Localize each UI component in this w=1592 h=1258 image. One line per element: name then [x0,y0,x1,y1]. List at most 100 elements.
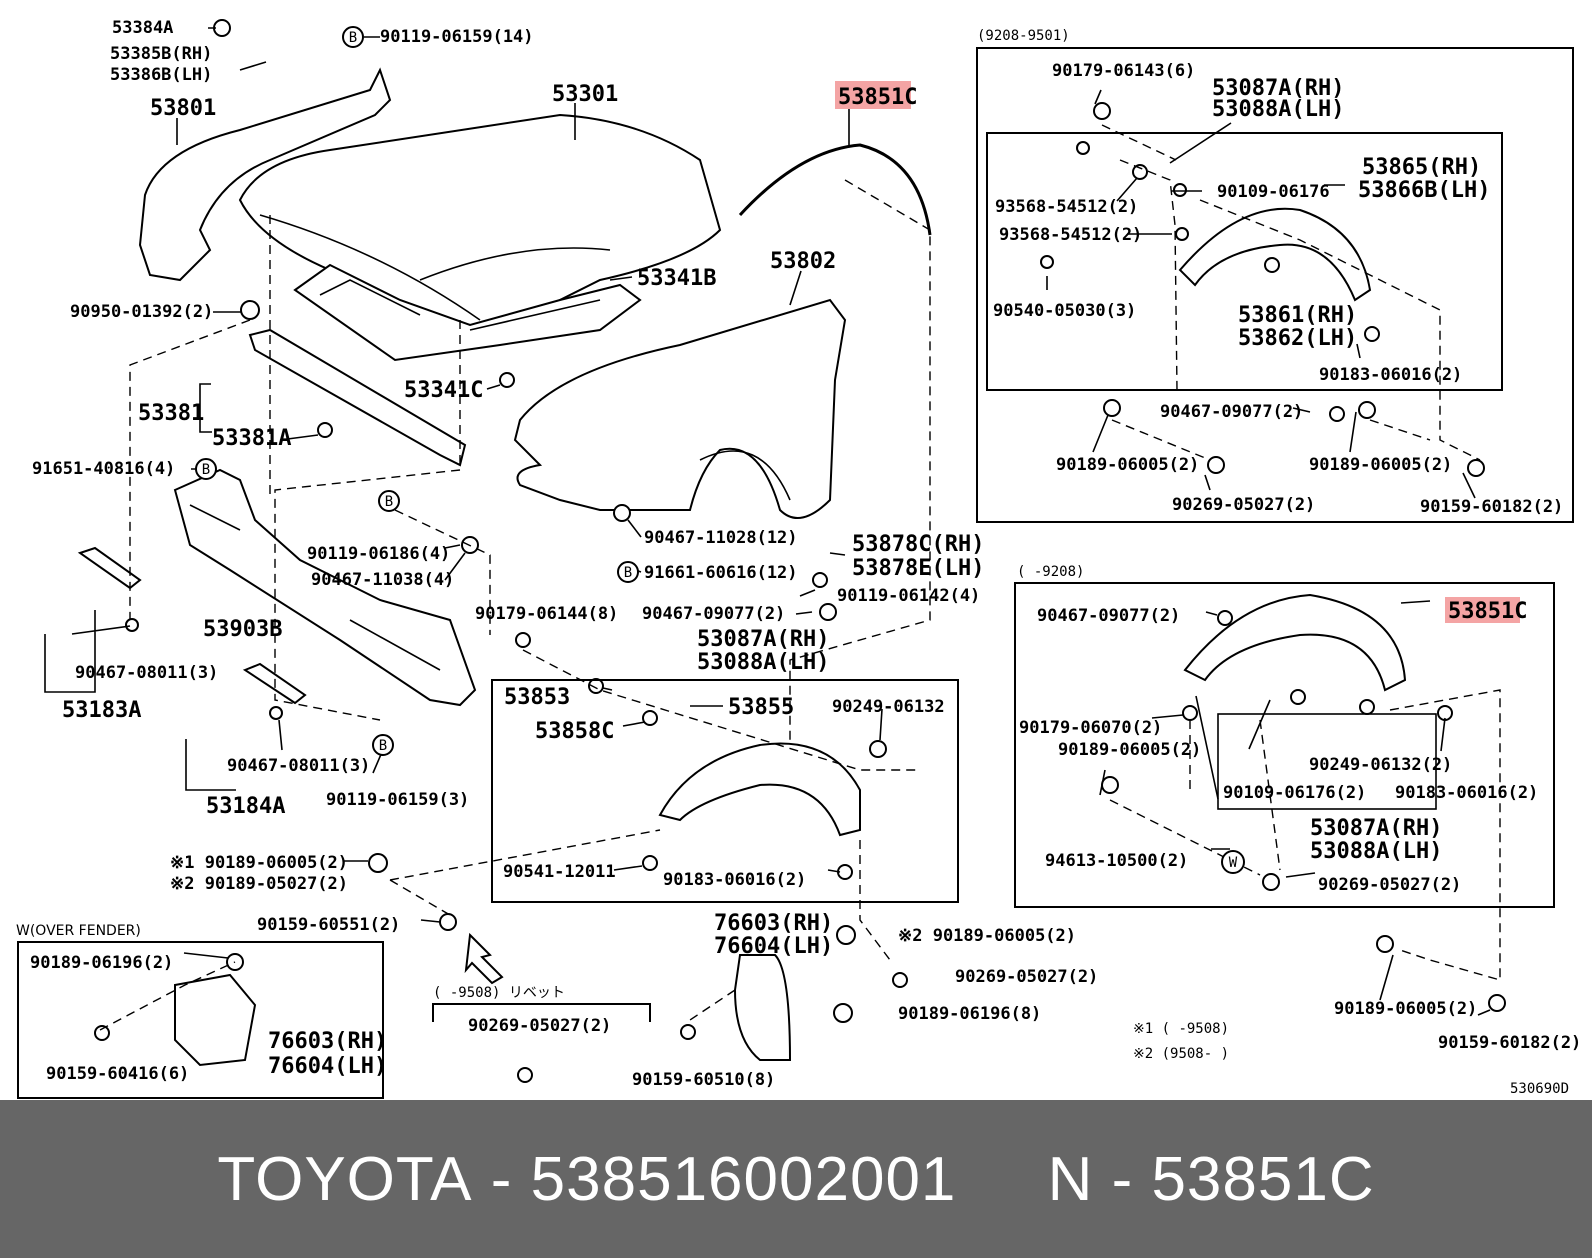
fastener-icon [1364,326,1380,342]
flare-mr [1183,593,1407,692]
fastener-icon [1359,699,1375,715]
label-90269-05027-mid: 90269-05027(2) [955,967,1098,987]
fastener-icon [1264,257,1280,273]
label-53381: 53381 [138,401,204,426]
footer-code: 53851C [1151,1144,1375,1214]
label-76603-w: 76603(RH) [268,1029,387,1054]
label-90189-06005-n1: ※1 90189-06005(2) [170,853,348,873]
label-90269-rivet: 90269-05027(2) [468,1016,611,1036]
box-top-right [976,47,1574,523]
label-91661: 91661-60616(12) [644,563,798,583]
footer-bar: TOYOTA - 538516002001 N - 53851C [0,1100,1592,1258]
fastener-icon [94,1025,110,1041]
label-90189-05027-n2: ※2 90189-05027(2) [170,874,348,894]
mud-guard-w [174,973,257,1067]
fastener-icon [613,504,631,522]
hood-53301 [238,113,722,332]
label-53858C: 53858C [535,719,614,744]
box-mid-right-sub [1217,713,1437,810]
fastener-icon [1437,705,1453,721]
label-90189-br: 90189-06005(2) [1334,999,1477,1019]
label-53386B: 53386B(LH) [110,65,212,85]
fastener-icon [317,422,333,438]
label-76603-mid: 76603(RH) [714,911,833,936]
label-90179-06070: 90179-06070(2) [1019,718,1162,738]
fastener-icon [1262,873,1280,891]
label-53861: 53861(RH) [1238,303,1357,328]
label-90249-mid: 90249-06132 [832,697,945,717]
label-90183-mid: 90183-06016(2) [663,870,806,890]
fastener-icon [642,710,658,726]
label-90467-08011-a: 90467-08011(3) [75,663,218,683]
bracket-53183A [77,546,142,590]
circle-B: B [385,494,393,510]
label-53088A-mid: 53088A(LH) [697,650,829,675]
footer-sep-2: - [1093,1144,1152,1214]
diagram-code: 530690D [1510,1081,1569,1097]
label-90950: 90950-01392(2) [70,302,213,322]
up-arrow-icon [464,932,504,985]
label-90467-11038: 90467-11038(4) [311,570,454,590]
radiator-support-53903B [173,468,477,707]
fastener-icon [213,19,231,37]
label-90183-tr: 90183-06016(2) [1319,365,1462,385]
fastener-icon [1103,399,1121,417]
rivet-title: ( -9508) リベット [433,985,565,1001]
label-90119-06142: 90119-06142(4) [837,586,980,606]
fastener-icon [368,853,388,873]
w-box-title: W(OVER FENDER) [16,923,141,939]
fastener-icon [1076,141,1090,155]
fastener-icon [1173,183,1187,197]
label-90189-mr: 90189-06005(2) [1058,740,1201,760]
label-90179-06143: 90179-06143(6) [1052,61,1195,81]
label-53301: 53301 [552,82,618,107]
flare-tr [1178,207,1372,302]
label-90179-06144: 90179-06144(8) [475,604,618,624]
label-53866B: 53866B(LH) [1358,178,1490,203]
label-90189-06196-w: 90189-06196(2) [30,953,173,973]
box-w-over-fender [17,941,384,1099]
circle-W: W [1229,855,1238,871]
fastener-icon [1467,459,1485,477]
fastener-icon [1217,610,1233,626]
label-53878E: 53878E(LH) [852,556,984,581]
footer-ref: N [1047,1144,1094,1214]
label-90119-06159-14: 90119-06159(14) [380,27,534,47]
box-top-right-inner [986,132,1503,391]
highlight-53851C-mr [1445,597,1520,623]
footer-sep-1: - [472,1144,531,1214]
hood-inner-53341B [293,263,642,362]
labels: 53384A 53385B(RH) 53386B(LH) 90119-06159… [16,18,1581,1097]
label-91651: 91651-40816(4) [32,459,175,479]
label-90159-60182-tr: 90159-60182(2) [1420,497,1563,517]
fender-53802 [513,298,847,519]
fastener-icon [1182,705,1198,721]
label-90109-mr: 90109-06176(2) [1223,783,1366,803]
label-93568-a: 93568-54512(2) [995,197,1138,217]
label-53853: 53853 [504,685,570,710]
label-90119-06186: 90119-06186(4) [307,544,450,564]
label-93568-b: 93568-54512(2) [999,225,1142,245]
apron-53801 [138,67,392,282]
fastener-icon [680,1024,696,1040]
circle-B: B [379,738,387,754]
mr-box-title: ( -9208) [1017,564,1084,580]
label-90269-mr: 90269-05027(2) [1318,875,1461,895]
label-90159-60416: 90159-60416(6) [46,1064,189,1084]
fastener-icon [1207,456,1225,474]
label-90189-06196-mid: 90189-06196(8) [898,1004,1041,1024]
label-90467-08011-b: 90467-08011(3) [227,756,370,776]
label-90119-06159-3: 90119-06159(3) [326,790,469,810]
label-53862: 53862(LH) [1238,326,1357,351]
box-mid-right [1014,582,1555,908]
label-53183A: 53183A [62,698,141,723]
fastener-icon [1376,935,1394,953]
fastener-icon [240,300,260,320]
fastener-icon [1290,689,1306,705]
fastener-icon [892,972,908,988]
fastener-icon [642,855,658,871]
fastener-icon [439,913,457,931]
label-90541: 90541-12011 [503,862,616,882]
label-53088A-tr: 53088A(LH) [1212,97,1344,122]
fastener-icon [1358,401,1376,419]
